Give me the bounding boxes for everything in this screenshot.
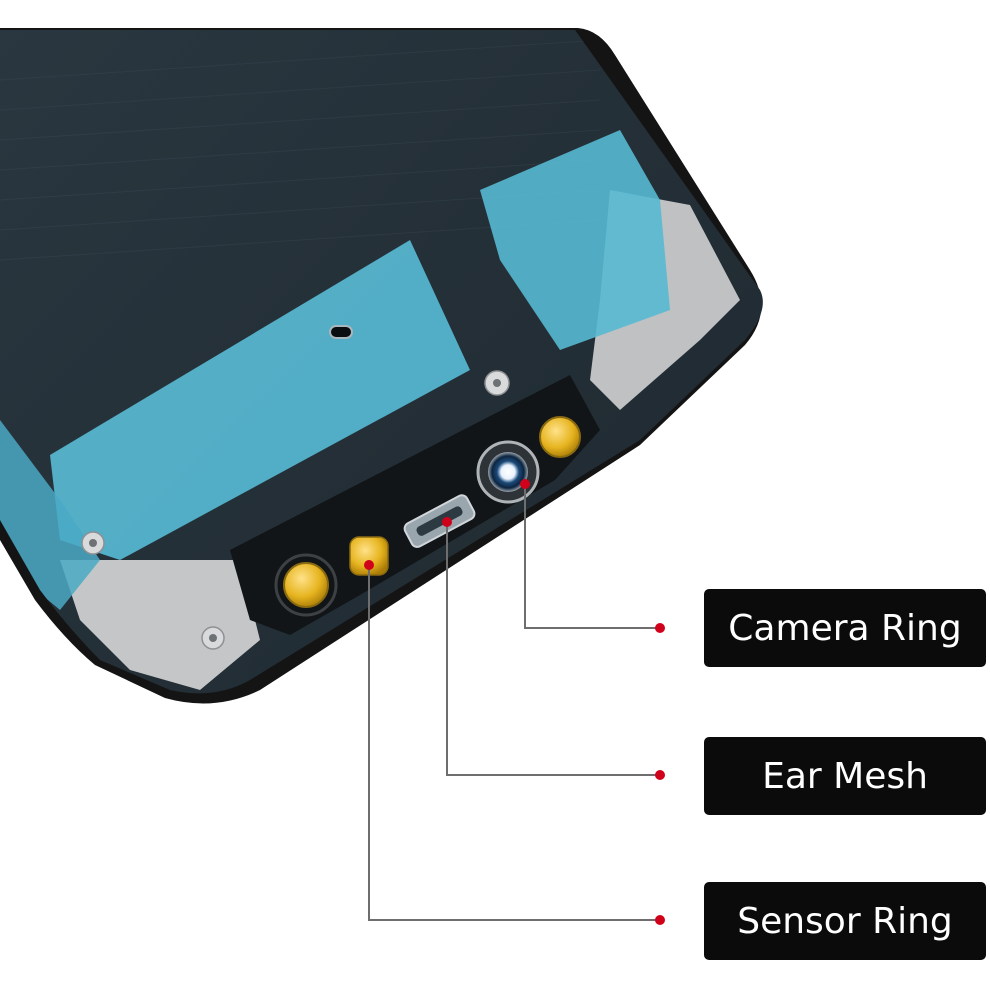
camera-end-dot [655,623,665,633]
camera-callout-line [524,484,660,629]
ear-end-dot [655,770,665,780]
camera-ring-label: Camera Ring [704,589,986,667]
sensor-end-dot [655,915,665,925]
metal-plate-left [60,560,260,690]
ear-marker-dot [442,517,452,527]
ear-mesh-label: Ear Mesh [704,737,986,815]
slot-hole [329,325,353,339]
gold-contact-right [539,416,581,458]
screw-icon [81,370,510,650]
sensor-callout-line [368,565,660,921]
ear-mesh [403,494,476,548]
ear-callout-line [446,522,660,776]
sensor-ring-label: Sensor Ring [704,882,986,960]
blue-tape-right [480,130,670,350]
gold-contact-left [283,562,329,608]
blue-tape-large [50,240,470,560]
camera-marker-dot [520,479,530,489]
sensor-marker-dot [364,560,374,570]
blue-tape-edge [0,420,100,610]
